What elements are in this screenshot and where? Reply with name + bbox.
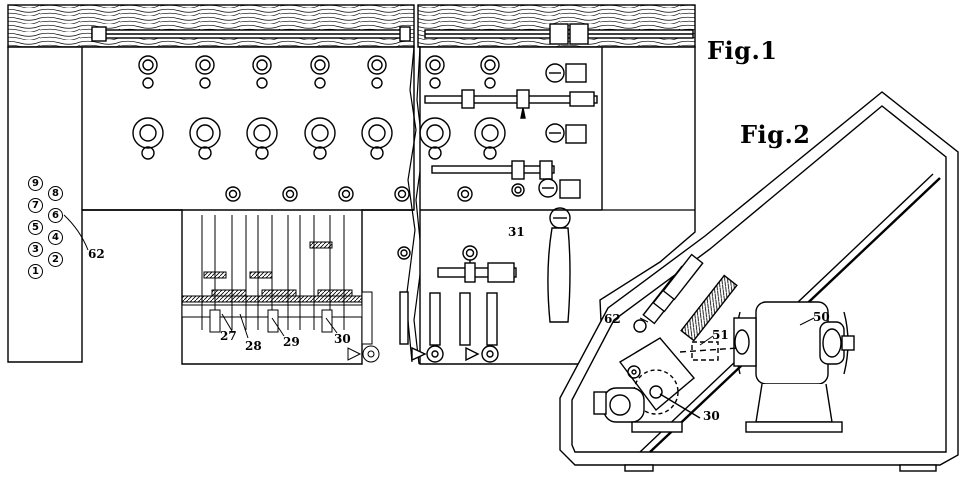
fig1-right-mechanisms bbox=[397, 63, 598, 363]
ref-50: 50 bbox=[813, 310, 830, 324]
ref-30-fig2: 30 bbox=[703, 409, 720, 423]
fig2-key-mechanism-30 bbox=[593, 337, 701, 433]
fig1-title: Fig.1 bbox=[707, 36, 778, 65]
key-4[interactable]: 4 bbox=[48, 230, 63, 245]
fig1-drawing bbox=[7, 4, 696, 365]
ref-62-fig1: 62 bbox=[88, 247, 105, 261]
fig1-left-wood-top bbox=[7, 4, 415, 48]
key-6[interactable]: 6 bbox=[48, 208, 63, 223]
key-5[interactable]: 5 bbox=[28, 220, 43, 235]
fig2-title: Fig.2 bbox=[740, 120, 811, 149]
ref-51: 51 bbox=[712, 328, 729, 342]
fig1-lower-mechanism bbox=[181, 215, 380, 363]
ref-31: 31 bbox=[508, 225, 525, 239]
ref-29: 29 bbox=[283, 335, 300, 349]
ref-27: 27 bbox=[220, 329, 237, 343]
fig2-key-rollers bbox=[633, 253, 738, 342]
ref-62-fig2: 62 bbox=[604, 312, 621, 326]
key-2[interactable]: 2 bbox=[48, 252, 63, 267]
fig1-top-knob-row bbox=[138, 55, 500, 89]
ref-30-fig1: 30 bbox=[334, 332, 351, 346]
fig1-lower-knob-row bbox=[225, 186, 473, 202]
fig1-large-knob-row bbox=[132, 117, 506, 160]
fig2-motor-50 bbox=[733, 301, 855, 433]
key-3[interactable]: 3 bbox=[28, 242, 43, 257]
key-1[interactable]: 1 bbox=[28, 264, 43, 279]
fig2-drawing bbox=[559, 91, 959, 472]
key-8[interactable]: 8 bbox=[48, 186, 63, 201]
key-7[interactable]: 7 bbox=[28, 198, 43, 213]
ref-28: 28 bbox=[245, 339, 262, 353]
key-9[interactable]: 9 bbox=[28, 176, 43, 191]
